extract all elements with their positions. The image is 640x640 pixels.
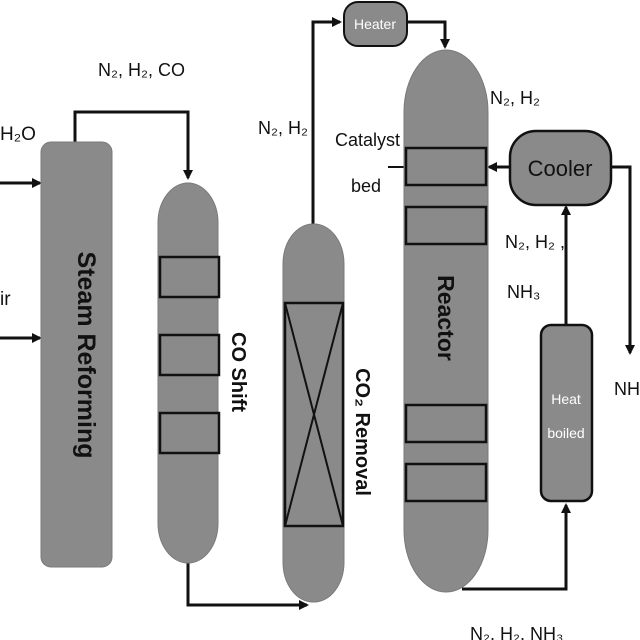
heat-boiler-label-line2: boiled <box>547 425 584 441</box>
shift-feed-label: N₂, H₂, CO <box>98 60 185 80</box>
co2-removal-label: CO₂ Removal <box>351 368 373 496</box>
shift-to-removal-line <box>186 561 309 610</box>
heater-to-reactor-line <box>408 20 450 49</box>
reforming-to-shift-line <box>73 110 193 180</box>
co2-removal-packing-cross <box>284 302 344 527</box>
bottom-stream-label: N₂, H₂, NH₃ <box>470 624 563 640</box>
cooler-box <box>508 129 613 207</box>
reactor-catalyst-bed <box>404 462 488 503</box>
cooler-to-nh3-line <box>611 165 635 355</box>
n2-h2-left-label: N₂, H₂ <box>258 118 308 138</box>
heater-box <box>343 1 408 47</box>
co-shift-catalyst-bed <box>158 255 221 299</box>
reactor-label: Reactor <box>433 275 459 361</box>
co-shift-catalyst-bed <box>158 411 221 455</box>
recycle-label-line1: N₂, H₂ , <box>505 232 565 252</box>
catalyst-bed-label-line2: bed <box>351 176 381 196</box>
steam-reforming-vessel <box>40 141 113 568</box>
n2-h2-right-label: N₂, H₂ <box>490 88 540 108</box>
catalyst-bed-label-line1: Catalyst <box>335 130 400 150</box>
co-shift-catalyst-bed <box>158 333 221 377</box>
reactor-catalyst-bed <box>404 146 488 187</box>
reactor-to-boiler-line <box>462 503 571 591</box>
steam-reforming-label: Steam Reforming <box>72 252 100 459</box>
co-shift-label: CO Shift <box>227 332 249 412</box>
h2o-feed-label: H₂O <box>0 124 36 145</box>
heat-boiler-box <box>539 323 594 503</box>
reactor-catalyst-bed <box>404 205 488 246</box>
heat-boiler-label-line1: Heat <box>551 391 581 407</box>
removal-to-heater-line <box>311 17 342 224</box>
heater-label: Heater <box>354 16 396 32</box>
reactor-catalyst-bed <box>404 403 488 444</box>
recycle-label-line2: NH₃ <box>507 282 540 302</box>
nh3-product-label: NH₃ <box>614 379 640 399</box>
cooler-label: Cooler <box>528 156 593 181</box>
air-feed-label: ir <box>0 289 11 310</box>
